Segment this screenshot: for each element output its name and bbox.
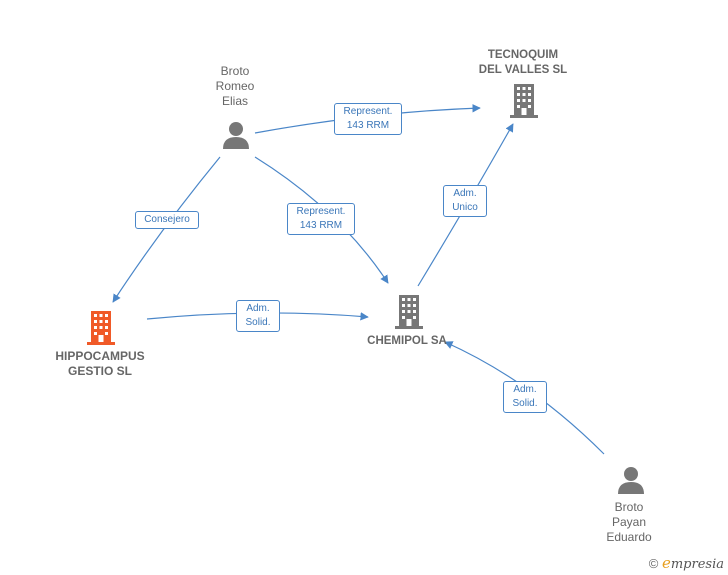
node-label-line: Broto <box>614 500 644 514</box>
node-label-line: Payan <box>611 515 647 529</box>
building-icon[interactable] <box>87 311 115 345</box>
node-label-line: Broto <box>220 64 250 78</box>
edge-label-romeo-hippocampus[interactable]: Consejero <box>135 211 199 229</box>
edge-label-line: Adm. <box>246 303 270 314</box>
node-label-line: HIPPOCAMPUS <box>55 349 145 363</box>
node-label-line: Elias <box>221 94 248 108</box>
edge-label-chemipol-tecnoquim[interactable]: Adm. Unico <box>443 185 487 217</box>
edge-label-line: Unico <box>452 202 478 213</box>
node-label-line: Eduardo <box>606 530 652 544</box>
edge-label-line: Represent. <box>296 206 346 217</box>
brand-initial: e <box>661 554 671 572</box>
node-label-broto-payan[interactable]: Broto Payan Eduardo <box>592 500 666 545</box>
edge-label-line: Consejero <box>144 214 190 225</box>
person-icon[interactable] <box>618 467 644 494</box>
node-label-line: CHEMIPOL SA <box>367 335 447 347</box>
edge-label-line: Represent. <box>343 106 393 117</box>
brand-name: mpresia <box>670 557 724 572</box>
node-label-broto-romeo[interactable]: Broto Romeo Elias <box>198 64 272 109</box>
edge-label-line: Adm. <box>513 384 537 395</box>
edge-label-romeo-chemipol[interactable]: Represent. 143 RRM <box>287 203 355 235</box>
node-label-tecnoquim[interactable]: TECNOQUIM DEL VALLES SL <box>463 48 583 78</box>
edge-label-line: 143 RRM <box>346 120 390 131</box>
node-label-line: GESTIO SL <box>67 364 132 378</box>
edge-label-line: Solid. <box>245 317 271 328</box>
footer-brand[interactable]: © empresia <box>649 554 724 572</box>
node-label-chemipol[interactable]: CHEMIPOL SA <box>357 334 457 349</box>
building-icon[interactable] <box>395 295 423 329</box>
building-icon[interactable] <box>510 84 538 118</box>
edge-romeo-hippocampus <box>112 156 221 303</box>
edge-label-line: 143 RRM <box>299 220 343 231</box>
edge-label-payan-chemipol[interactable]: Adm. Solid. <box>503 381 547 413</box>
copyright-icon: © <box>648 556 659 571</box>
node-label-hippocampus[interactable]: HIPPOCAMPUS GESTIO SL <box>40 349 160 379</box>
edge-label-line: Solid. <box>512 398 538 409</box>
edge-label-line: Adm. <box>453 188 477 199</box>
node-label-line: TECNOQUIM <box>487 49 559 61</box>
edge-label-hippocampus-chemipol[interactable]: Adm. Solid. <box>236 300 280 332</box>
edge-label-romeo-tecnoquim[interactable]: Represent. 143 RRM <box>334 103 402 135</box>
person-icon[interactable] <box>223 122 249 149</box>
node-label-line: DEL VALLES SL <box>478 64 568 76</box>
node-label-line: Romeo <box>215 79 255 93</box>
